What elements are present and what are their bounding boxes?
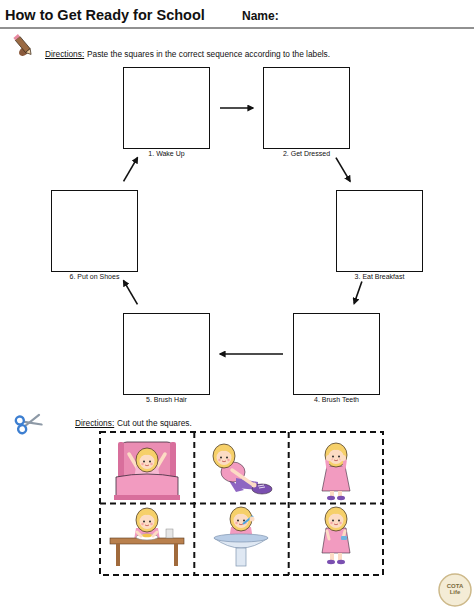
wake-up-picture	[136, 448, 158, 472]
cut-grid	[100, 432, 383, 575]
step-label: 3. Eat Breakfast	[355, 273, 405, 281]
step-label: 5. Brush Hair	[146, 396, 187, 404]
brush-teeth-picture	[214, 507, 268, 566]
wake-up-picture	[114, 495, 180, 500]
brush-hair-picture	[327, 461, 328, 468]
shoes-picture	[213, 444, 235, 468]
breakfast-picture	[166, 529, 173, 538]
brush-hair-picture	[327, 496, 335, 500]
step-label-group: 6. Put on Shoes	[70, 273, 120, 281]
directions-text: Cut out the squares.	[117, 419, 192, 429]
dressed-picture	[322, 507, 350, 564]
brush-teeth-picture	[236, 548, 246, 566]
step-label-group: 3. Eat Breakfast	[355, 273, 405, 281]
logo-text: COTA Life	[441, 583, 469, 596]
shoes-picture	[232, 470, 252, 484]
step-label: 2. Get Dressed	[283, 150, 330, 158]
directions-text: Paste the squares in the correct sequenc…	[87, 50, 330, 60]
brush-hair-picture	[322, 466, 350, 491]
brush-hair-picture	[337, 496, 345, 500]
dressed-picture	[337, 560, 345, 564]
header-rule	[0, 28, 474, 29]
step-label: 4. Brush Teeth	[314, 396, 359, 404]
dressed-picture	[322, 528, 350, 553]
sequence-arrow	[220, 107, 253, 109]
logo-badge	[439, 574, 471, 606]
dressed-picture	[338, 553, 342, 561]
dressed-picture	[325, 507, 347, 531]
breakfast-picture	[110, 508, 184, 566]
shoes-picture	[252, 483, 257, 488]
name-field: Name:	[242, 9, 279, 23]
step-label: 1. Wake Up	[148, 150, 184, 158]
brush-teeth-picture	[250, 517, 255, 522]
pencil-icon	[26, 49, 34, 57]
step-label-group: 4. Brush Teeth	[314, 396, 359, 404]
brush-hair-picture	[322, 443, 350, 500]
dressed-picture	[330, 553, 334, 561]
logo-badge	[439, 574, 471, 606]
wake-up-picture	[114, 442, 180, 500]
scissors-icon	[15, 411, 43, 434]
step-label-group: 2. Get Dressed	[283, 150, 330, 158]
breakfast-picture	[136, 508, 158, 532]
paste-square: 1. Wake Up	[123, 67, 210, 149]
directions-heading: Directions:	[75, 419, 114, 429]
dressed-picture	[341, 536, 347, 540]
cut-grid	[100, 503, 383, 505]
paste-square: 3. Eat Breakfast	[336, 190, 423, 272]
cut-grid	[100, 432, 383, 575]
breakfast-picture	[153, 532, 157, 536]
brush-hair-picture	[325, 443, 347, 467]
cut-grid	[288, 432, 290, 575]
brush-hair-picture	[326, 455, 332, 461]
paste-square: 4. Brush Teeth	[293, 313, 380, 395]
shoes-picture	[213, 444, 272, 494]
dressed-picture	[327, 560, 335, 564]
breakfast-picture	[137, 532, 141, 536]
pencil-icon	[13, 34, 20, 40]
sequence-arrow	[354, 281, 362, 303]
step-label-group: 5. Brush Hair	[146, 396, 187, 404]
pencil-icon	[9, 34, 34, 60]
scissors-icon	[24, 418, 41, 429]
step-label-group: 1. Wake Up	[148, 150, 184, 158]
shoes-picture	[258, 485, 265, 488]
directions-heading: Directions:	[45, 50, 84, 60]
brush-hair-picture	[344, 461, 345, 468]
brush-hair-picture	[340, 455, 346, 461]
paste-square: 5. Brush Hair	[123, 313, 210, 395]
breakfast-picture	[142, 534, 152, 538]
sequence-arrow	[220, 353, 283, 355]
sequence-arrow	[336, 158, 350, 182]
paste-square: 6. Put on Shoes	[51, 190, 138, 272]
brush-teeth-picture	[230, 507, 252, 531]
dressed-picture	[327, 531, 329, 539]
scissors-icon	[17, 424, 27, 434]
worksheet-title: How to Get Ready for School	[5, 7, 205, 23]
scissors-icon	[15, 416, 25, 426]
step-label: 6. Put on Shoes	[70, 273, 120, 281]
header-rule	[0, 28, 474, 29]
breakfast-picture	[174, 544, 178, 566]
sequence-arrow	[124, 158, 138, 182]
wake-up-picture	[116, 474, 178, 497]
paste-square: 2. Get Dressed	[263, 67, 350, 149]
brush-teeth-picture	[214, 534, 268, 542]
sequence-arrow	[124, 281, 138, 305]
breakfast-picture	[116, 544, 120, 566]
